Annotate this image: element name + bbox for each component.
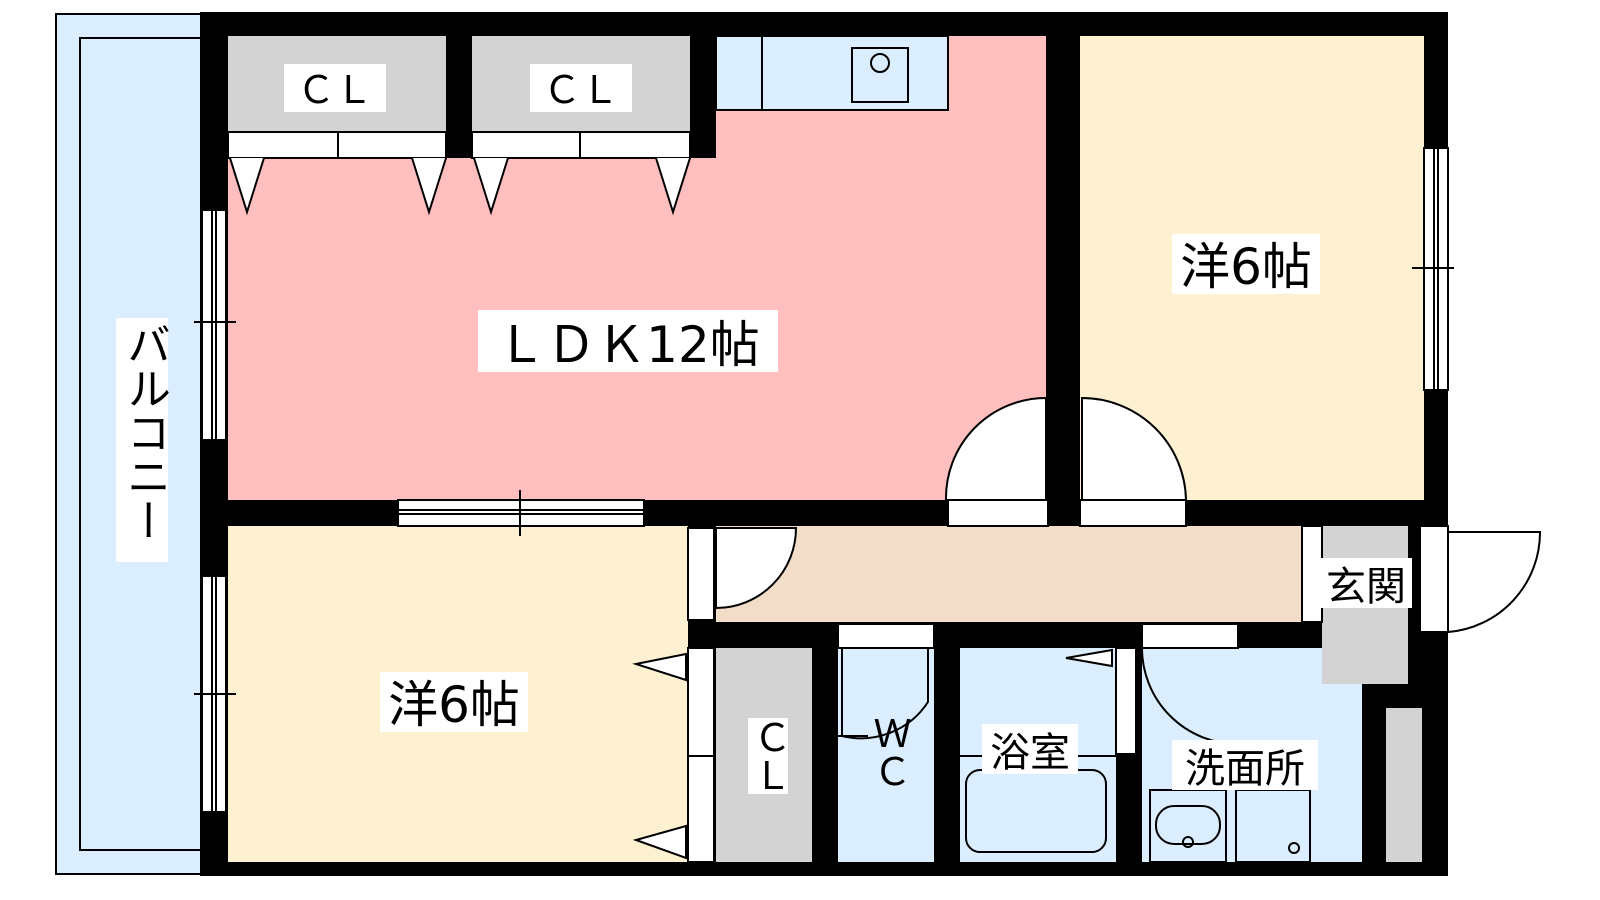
room-wc <box>838 648 934 862</box>
balcony-label: バルコニー <box>119 322 170 542</box>
washbasin-drain <box>1182 836 1194 848</box>
closet-end-wall <box>690 36 716 158</box>
kitchen-counter <box>715 35 949 111</box>
closet-doors <box>227 131 691 216</box>
bedroom-west-label: 洋6帖 <box>388 676 520 734</box>
kitchen-drain <box>870 53 890 73</box>
hallway <box>716 526 1308 622</box>
closet-divider-wall <box>446 36 472 158</box>
storage-strip <box>1386 708 1422 862</box>
washroom-label: 洗面所 <box>1185 746 1305 792</box>
bathroom-label: 浴室 <box>990 730 1070 776</box>
balcony <box>55 13 207 875</box>
label-backgrounds <box>284 64 1412 790</box>
ldk-label: ＬＤＫ12帖 <box>496 316 760 374</box>
windows <box>194 147 1454 813</box>
balcony-label-bg <box>116 318 168 562</box>
bedroom-east-label: 洋6帖 <box>1180 238 1312 296</box>
entrance-label: 玄関 <box>1326 564 1406 610</box>
closet-1-label: ＣＬ <box>297 68 373 112</box>
washbasin-bowl <box>1155 805 1221 845</box>
washer-drain <box>1288 842 1300 854</box>
doors <box>632 396 1542 863</box>
closet-3-label: ＣＬ <box>747 718 791 794</box>
closet-2-label: ＣＬ <box>543 68 619 112</box>
wc-label: ＷＣ <box>867 714 911 790</box>
kitchen-sink <box>851 47 909 103</box>
